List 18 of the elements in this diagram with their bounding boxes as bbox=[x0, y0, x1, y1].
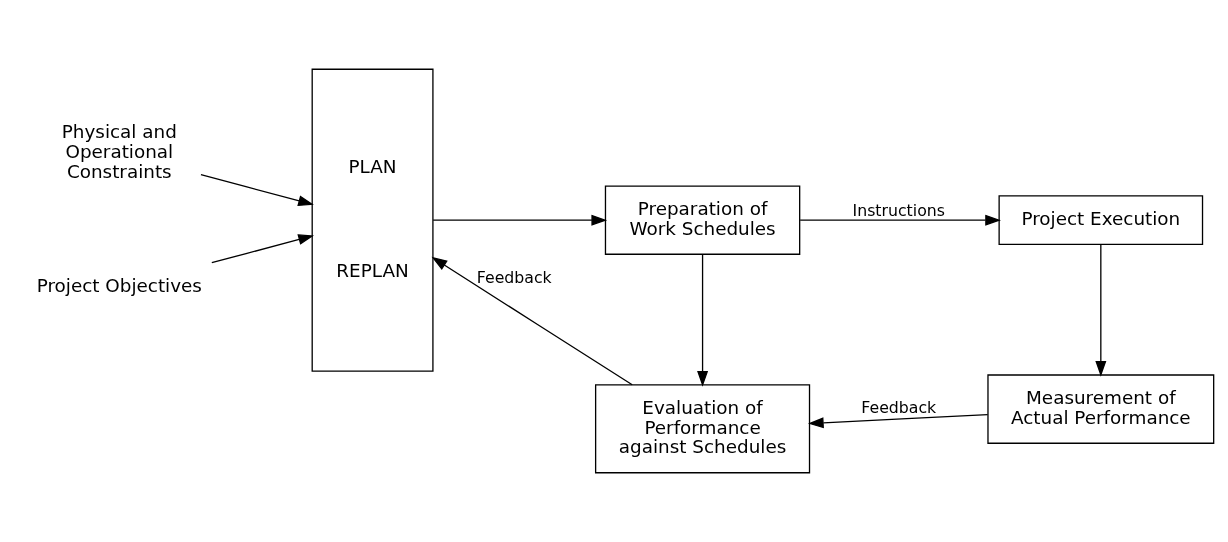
edge-label: Feedback bbox=[476, 267, 552, 287]
arrow bbox=[432, 214, 608, 226]
node-box: Measurement of Actual Performance bbox=[987, 374, 1215, 444]
arrow bbox=[807, 414, 989, 429]
node-text: Physical and Operational Constraints bbox=[61, 121, 177, 182]
node-box: Project Execution bbox=[998, 195, 1204, 246]
node-text: Project Objectives bbox=[36, 274, 202, 296]
arrow bbox=[200, 174, 314, 207]
arrow bbox=[799, 214, 1001, 226]
arrow bbox=[211, 234, 315, 264]
node-box: Preparation of Work Schedules bbox=[604, 185, 801, 255]
node-box: PLAN REPLAN bbox=[311, 68, 434, 372]
edge-label: Feedback bbox=[861, 397, 937, 417]
arrow bbox=[431, 256, 633, 386]
arrow bbox=[1095, 244, 1107, 377]
arrow bbox=[697, 254, 709, 387]
edge-label: Instructions bbox=[852, 200, 945, 220]
node-box: Evaluation of Performance against Schedules bbox=[594, 384, 811, 474]
